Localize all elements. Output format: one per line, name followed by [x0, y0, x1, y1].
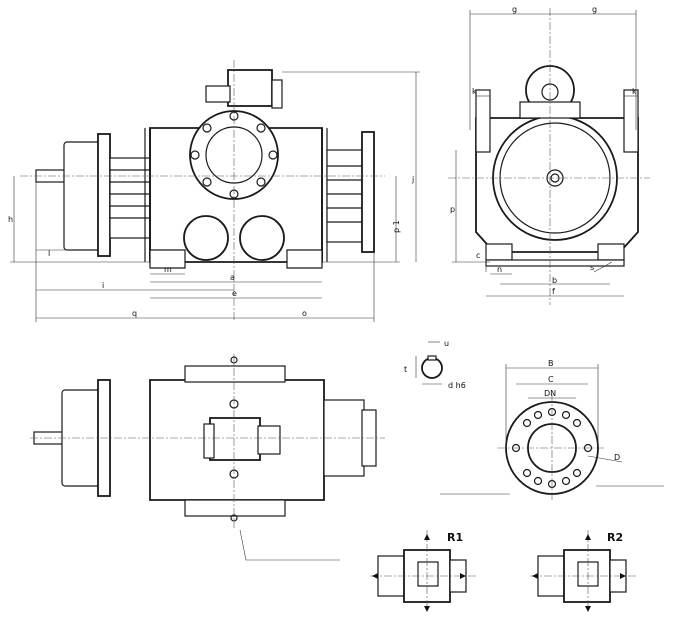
dim-label-b: b — [552, 276, 557, 285]
ribbed-section-left — [109, 157, 151, 239]
foot-right — [286, 249, 323, 269]
dim-label-D: D — [614, 453, 620, 462]
port-circle-right — [239, 215, 285, 261]
dim-label-h: h — [8, 215, 13, 224]
ribbed-section-right — [326, 149, 366, 243]
dim-label-e: e — [232, 289, 237, 298]
side-flange-left — [475, 89, 491, 153]
dim-label-t: t — [404, 365, 407, 374]
relief-valve — [227, 69, 273, 107]
variant-r1: R1 — [370, 530, 476, 612]
port-circle-left — [183, 215, 229, 261]
dim-label-g-left: g — [512, 5, 517, 14]
dim-label-u: u — [444, 339, 449, 348]
side-view: g g k k p c n s b f — [448, 5, 650, 305]
dim-label-g-right: g — [592, 5, 597, 14]
dim-label-k-right: k — [632, 87, 637, 96]
side-flange-right — [623, 89, 639, 153]
flange-detail: B C DN D — [440, 359, 664, 502]
dim-label-p: p — [450, 205, 455, 214]
dim-label-a: a — [230, 273, 235, 282]
dim-label-k-left: k — [472, 87, 477, 96]
dim-label-s: s — [590, 263, 594, 272]
dim-label-o: o — [302, 309, 307, 318]
top-flange-lower — [184, 499, 286, 517]
top-valve-block — [209, 417, 261, 461]
flange-right — [361, 131, 375, 253]
flange-left — [97, 133, 111, 257]
dim-label-d-h6: d h6 — [448, 381, 466, 390]
dim-label-f: f — [552, 287, 555, 296]
top-flange-upper — [184, 365, 286, 383]
variant-r2-label: R2 — [607, 531, 623, 544]
top-view — [30, 354, 385, 561]
side-foot-right — [597, 243, 625, 261]
variant-r2: R2 — [530, 530, 636, 612]
dim-label-DN: DN — [544, 389, 556, 398]
dim-label-q: q — [132, 309, 137, 318]
dim-label-i: i — [102, 281, 104, 290]
side-foot-left — [485, 243, 513, 261]
shaft-section — [421, 357, 443, 379]
dim-label-j: j — [411, 175, 414, 184]
dim-label-n: n — [497, 265, 502, 274]
dim-label-l: l — [48, 249, 50, 258]
dim-label-p1: p 1 — [392, 220, 401, 233]
dim-label-m: m — [164, 265, 172, 274]
shaft-key-detail: u t d h6 — [404, 339, 466, 390]
front-view: h l m a i e q o p 1 j — [8, 60, 420, 322]
dim-label-c: c — [476, 251, 480, 260]
dim-label-B: B — [548, 359, 554, 368]
variant-r1-label: R1 — [447, 531, 463, 544]
dim-label-C: C — [548, 375, 554, 384]
